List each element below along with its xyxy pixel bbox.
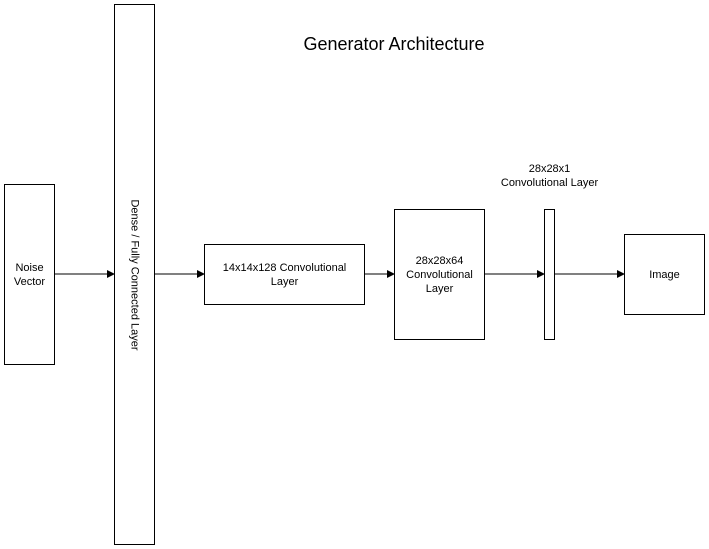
conv-28x28x1-node: [544, 209, 555, 340]
image-node: Image: [624, 234, 705, 315]
conv-14x14x128-label: 14x14x128 Convolutional Layer: [222, 261, 347, 288]
noise-vector-node: Noise Vector: [4, 184, 55, 365]
diagram-title: Generator Architecture: [303, 34, 485, 54]
dense-layer-node: Dense / Fully Connected Layer: [114, 4, 155, 545]
image-label: Image: [649, 268, 680, 281]
conv-28x28x64-label: 28x28x64 Convolutional Layer: [406, 254, 473, 295]
noise-vector-label: Noise Vector: [13, 261, 46, 288]
conv-14x14x128-node: 14x14x128 Convolutional Layer: [204, 244, 365, 305]
conv-28x28x1-label: 28x28x1 Convolutional Layer: [500, 163, 599, 189]
conv-28x28x64-node: 28x28x64 Convolutional Layer: [394, 209, 485, 340]
dense-layer-label: Dense / Fully Connected Layer: [128, 198, 141, 351]
